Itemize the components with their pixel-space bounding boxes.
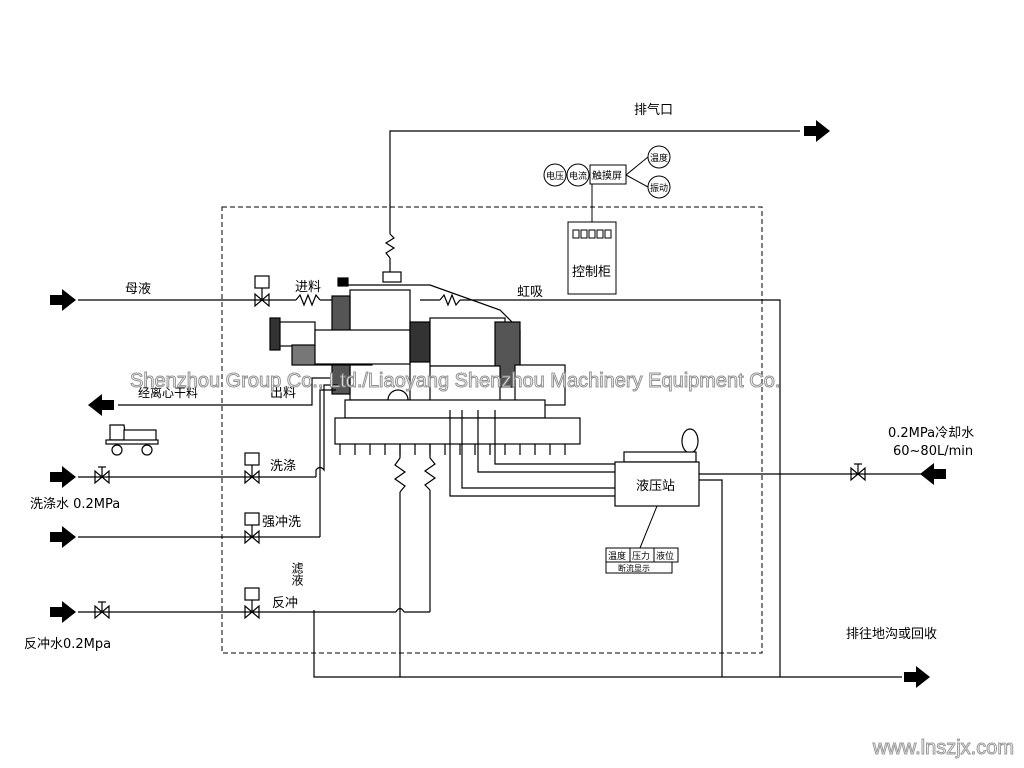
touchscreen-label: 触摸屏	[592, 169, 622, 182]
cooling-water-arrow	[920, 463, 946, 485]
cooling-water-label-2: 60~80L/min	[893, 444, 973, 459]
centrifuge-machine	[269, 271, 581, 455]
siphon-line	[420, 293, 781, 677]
backflush-water-label: 反冲水0.2Mpa	[24, 637, 111, 652]
vibration-label: 振动	[650, 182, 668, 194]
exhaust-label: 排气口	[634, 102, 673, 118]
temperature-label: 温度	[650, 152, 668, 164]
feed-valve-icon	[254, 275, 270, 307]
hydraulic-station-label: 液压站	[636, 479, 675, 494]
voltage-label: 电压	[546, 170, 564, 182]
discharge-label: 出料	[270, 386, 296, 401]
watermark: Shenzhou Group Co., Ltd./Liaoyang Shenzh…	[129, 370, 781, 393]
siphon-label: 虹吸	[517, 285, 543, 300]
backflush-arrow	[50, 601, 76, 623]
hs-pressure-label: 压力	[632, 550, 650, 562]
exhaust-arrow	[804, 120, 830, 142]
wash-manual-valve-icon	[94, 466, 110, 484]
drain-arrow	[904, 666, 930, 688]
dried-material-label: 经离心干料	[138, 385, 198, 400]
backflush-label: 反冲	[272, 596, 298, 611]
hs-level-label: 液位	[656, 550, 674, 562]
backflush-valve-icon	[244, 587, 260, 619]
flow-display-label: 断流显示	[618, 563, 650, 573]
mother-liquor-label: 母液	[125, 282, 151, 297]
strong-flush-line	[78, 389, 336, 538]
cooling-water-label-1: 0.2MPa冷却水	[888, 426, 974, 441]
hs-indicators	[605, 505, 679, 574]
drain-line	[313, 444, 902, 678]
drain-label: 排往地沟或回收	[846, 627, 937, 642]
truck-icon	[105, 424, 159, 456]
filtrate-label: 滤液	[290, 562, 304, 586]
feed-label: 进料	[295, 280, 321, 295]
backflush-manual-valve-icon	[94, 601, 110, 619]
current-label: 电流	[569, 170, 587, 182]
mother-liquor-arrow	[50, 289, 76, 311]
mother-liquor-line	[78, 293, 340, 307]
discharge-line	[118, 377, 330, 406]
equipment-boundary	[221, 206, 763, 654]
hs-temperature-label: 温度	[608, 550, 626, 562]
strong-flush-valve-icon	[244, 512, 260, 544]
hydraulic-station	[614, 428, 700, 507]
discharge-arrow	[88, 394, 114, 416]
wash-arrow	[50, 466, 76, 488]
strong-flush-label: 强冲洗	[262, 515, 301, 530]
cooling-water-valve-icon	[850, 463, 866, 481]
control-cabinet-label: 控制柜	[572, 265, 611, 280]
strong-flush-arrow	[50, 526, 76, 548]
control-panel	[543, 145, 671, 222]
hydraulic-pipes	[449, 410, 723, 497]
wash-water-label: 洗涤水 0.2MPa	[30, 497, 120, 512]
website-watermark: www.lnszjx.com	[872, 737, 1014, 760]
wash-label: 洗涤	[270, 459, 296, 474]
wash-valve-icon	[244, 452, 260, 484]
backflush-line	[78, 444, 437, 613]
control-cabinet	[567, 221, 617, 295]
